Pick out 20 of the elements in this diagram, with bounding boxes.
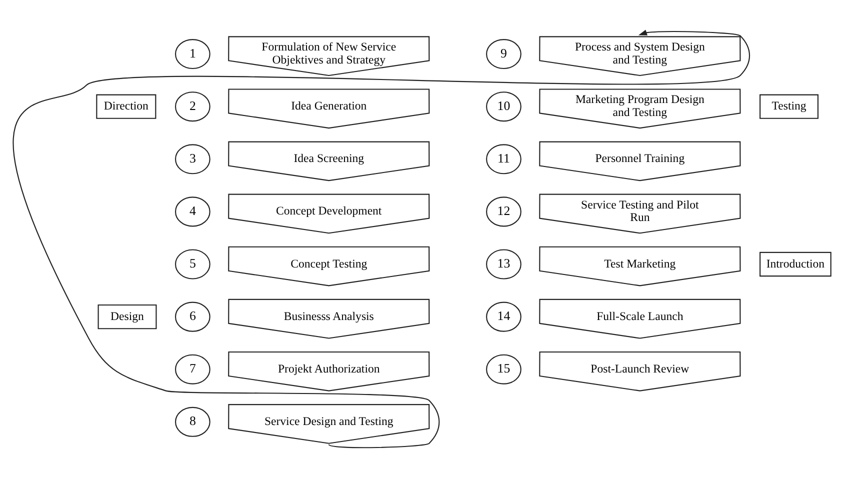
- node-ellipse: 4: [174, 196, 210, 226]
- node-ellipse: 5: [174, 248, 210, 279]
- node-box: Direction: [96, 94, 156, 118]
- node-ellipse: 11: [486, 144, 522, 174]
- node-ellipse: 1: [174, 38, 210, 69]
- arrow: [13, 29, 750, 448]
- node-ellipse: 7: [174, 354, 210, 384]
- node-ellipse: 2: [174, 91, 210, 122]
- node-ellipse: 10: [486, 91, 522, 122]
- node-ellipse: 12: [486, 196, 522, 226]
- node-box: Design: [98, 304, 157, 329]
- node-box: Testing: [760, 94, 818, 118]
- node-ellipse: 3: [174, 144, 210, 174]
- node-ellipse: 6: [174, 301, 210, 332]
- node-ellipse: 8: [174, 406, 210, 436]
- node-box: Introduction: [760, 251, 832, 276]
- node-ellipse: 9: [486, 38, 522, 69]
- node-ellipse: 15: [486, 354, 522, 384]
- node-ellipse: 14: [486, 301, 522, 332]
- node-ellipse: 13: [486, 248, 522, 279]
